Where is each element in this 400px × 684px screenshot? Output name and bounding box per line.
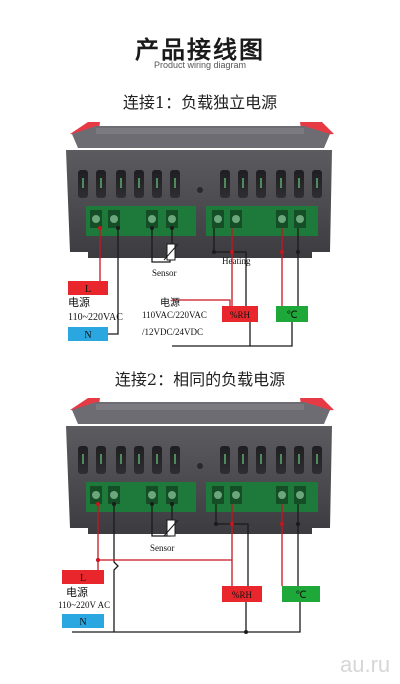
terminal-block-left-1 xyxy=(86,206,196,236)
device-body-2 xyxy=(66,426,332,534)
vent-slots-2 xyxy=(78,446,322,474)
load-power-dc-1: /12VDC/24VDC xyxy=(142,327,203,337)
terminal-block-right-2 xyxy=(206,482,318,512)
controller-device-2 xyxy=(66,398,334,534)
L-terminal-box-1 xyxy=(68,281,108,295)
power-voltage-1: 110~220VAC xyxy=(68,312,123,323)
L-label-1: L xyxy=(85,284,91,295)
load-power-ac-1: 110VAC/220VAC xyxy=(142,310,207,320)
power-label-1: 电源 xyxy=(68,295,90,309)
celsius-label-1: ℃ xyxy=(286,310,297,321)
heating-label-1: Heating xyxy=(222,256,251,266)
power-voltage-2: 110~220V AC xyxy=(58,600,110,610)
N-label-2: N xyxy=(79,617,86,628)
diagram1-title: 连接1：负载独立电源 xyxy=(122,93,278,112)
N-label-1: N xyxy=(84,330,91,341)
diagram2-title: 连接2：相同的负载电源 xyxy=(114,370,286,389)
N-terminal-box-2 xyxy=(62,614,104,628)
device-body-1 xyxy=(66,150,332,258)
rh-label-2: %RH xyxy=(232,590,253,600)
diagram1: L N 电源 110~220VAC Sensor Heating 电源 110V… xyxy=(66,122,334,347)
N-terminal-box-1 xyxy=(68,327,108,341)
load-power-label-1: 电源 xyxy=(160,296,180,309)
celsius-label-2: ℃ xyxy=(295,590,306,601)
celsius-output-box-2 xyxy=(282,586,320,602)
power-label-2: 电源 xyxy=(66,585,88,599)
rh-output-box-2 xyxy=(222,586,262,602)
sensor-label-2: Sensor xyxy=(150,543,175,553)
rh-label-1: %RH xyxy=(230,310,251,320)
vent-slots-1 xyxy=(78,170,322,198)
L-terminal-box-2 xyxy=(62,570,104,584)
terminal-block-left-2 xyxy=(86,482,196,512)
center-screw-1 xyxy=(197,187,203,193)
page-title: 产品接线图 xyxy=(135,36,265,64)
celsius-output-box-1 xyxy=(276,306,308,322)
controller-device-1 xyxy=(66,122,334,258)
watermark: au.ru xyxy=(340,652,390,677)
rh-output-box-1 xyxy=(222,306,258,322)
page-subtitle: Product wiring diagram xyxy=(153,60,247,70)
L-label-2: L xyxy=(80,573,86,584)
diagram2: L 电源 110~220V AC N Sensor %RH ℃ xyxy=(58,398,334,634)
sensor-symbol-2 xyxy=(163,519,179,537)
terminal-block-right-1 xyxy=(206,206,318,236)
sensor-label-1: Sensor xyxy=(152,268,177,278)
sensor-symbol-1 xyxy=(163,243,179,261)
